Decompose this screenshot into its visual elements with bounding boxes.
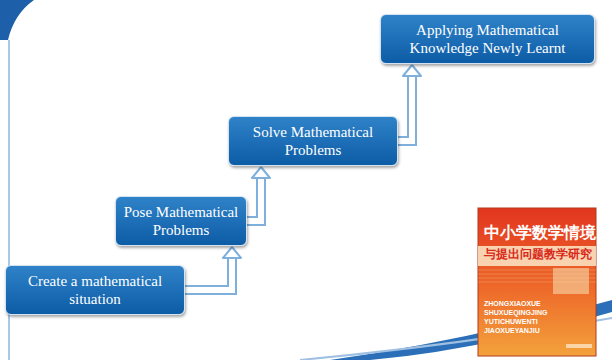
book-cover-text: 与提出问题教学研究 xyxy=(484,248,592,261)
book-cover xyxy=(478,208,596,356)
corner-swoosh xyxy=(0,0,34,40)
process-box: Applying Mathematical Knowledge Newly Le… xyxy=(380,14,595,64)
arrow-outline xyxy=(247,177,261,221)
box-label: Create a mathematical situation xyxy=(12,272,178,308)
book-cover-text: JIAOXUEYANJIU xyxy=(484,327,540,335)
arrow-head xyxy=(223,247,241,258)
box-label: Pose Mathematical Problems xyxy=(122,203,240,239)
book-cover-text: 中小学数学情境 xyxy=(484,224,596,242)
box-label: Applying Mathematical Knowledge Newly Le… xyxy=(387,21,588,57)
process-box: Solve Mathematical Problems xyxy=(228,116,398,166)
arrow-head xyxy=(252,167,270,178)
arrow-head xyxy=(403,65,421,76)
hollow-elbow-arrow xyxy=(398,65,421,141)
book-cover-text: ZHONGXIAOXUE xyxy=(484,300,541,308)
arrow-outline xyxy=(398,75,412,141)
arrow-outline xyxy=(185,257,232,290)
book-cover-text: YUTICHUWENTI xyxy=(484,318,538,326)
book-cover-text: SHUXUEQINGJING xyxy=(484,309,547,317)
arrow-body xyxy=(247,177,261,221)
box-label: Solve Mathematical Problems xyxy=(235,123,391,159)
hollow-elbow-arrow xyxy=(247,167,270,221)
arrow-body xyxy=(398,75,412,141)
process-box: Create a mathematical situation xyxy=(5,265,185,315)
hollow-elbow-arrow xyxy=(185,247,241,290)
arrow-body xyxy=(185,257,232,290)
process-box: Pose Mathematical Problems xyxy=(115,196,247,246)
